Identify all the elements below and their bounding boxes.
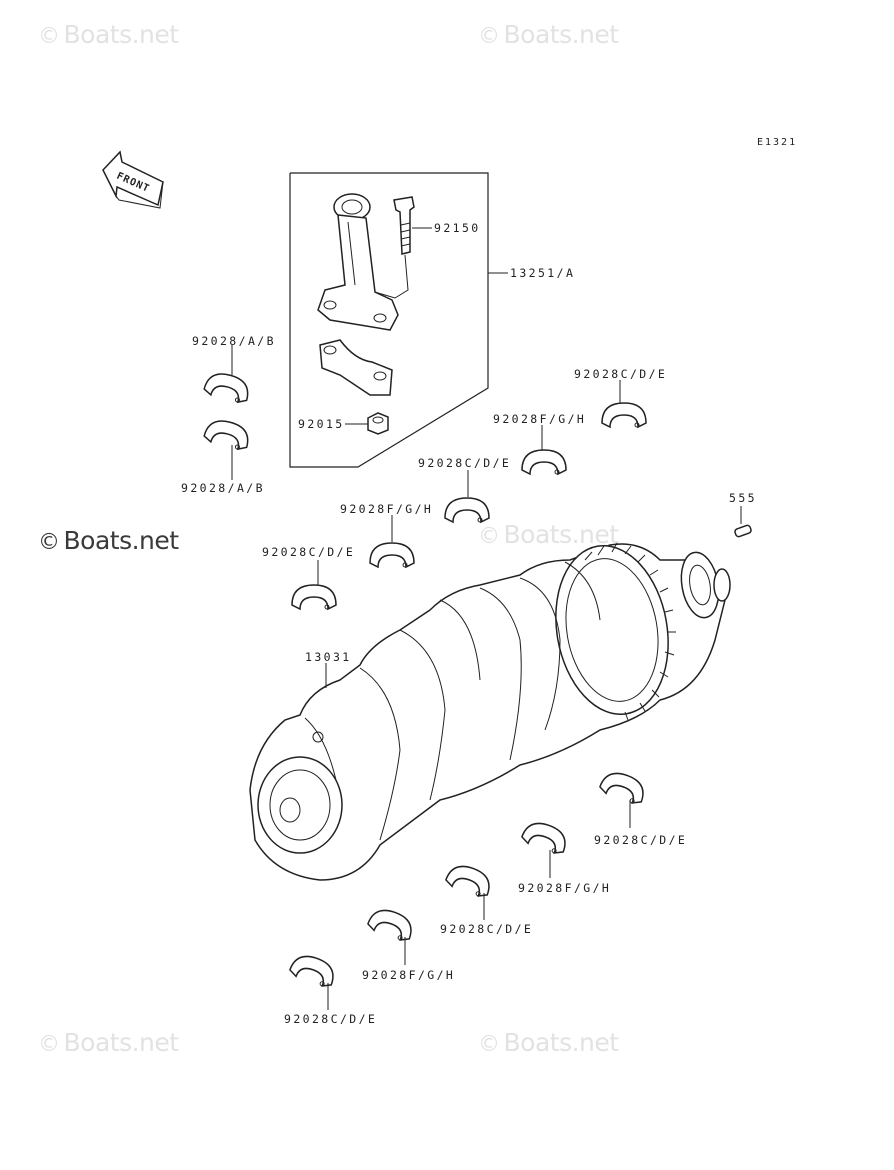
bearing-upper-3-icon [444, 470, 490, 523]
part-label-92028ab-bottom[interactable]: 92028/A/B [181, 481, 265, 495]
bearing-lower-1-icon [597, 767, 649, 828]
bearing-upper-5-icon [601, 380, 647, 428]
part-label-92028cde-1[interactable]: 92028C/D/E [262, 545, 356, 559]
conrod-assembly-frame [289, 172, 489, 468]
part-label-92028cde-2[interactable]: 92028C/D/E [418, 456, 512, 470]
bearing-upper-4-icon [521, 425, 567, 475]
front-arrow-icon: FRONT [102, 150, 164, 209]
part-label-92028fgh-3[interactable]: 92028F/G/H [518, 881, 612, 895]
bearing-upper-1-icon [291, 560, 337, 610]
bearing-lower-2-icon [519, 817, 571, 878]
connecting-rod-icon [317, 193, 409, 331]
rod-bolt-icon [393, 196, 432, 255]
watermark: ©Boats.net [38, 526, 179, 555]
rod-cap-icon [319, 339, 393, 396]
part-label-555[interactable]: 555 [729, 491, 757, 505]
watermark: ©Boats.net [478, 520, 619, 549]
part-label-92015[interactable]: 92015 [298, 417, 345, 431]
diagram-code: E1321 [757, 137, 798, 148]
nut-icon [345, 412, 389, 435]
part-label-92150[interactable]: 92150 [434, 221, 481, 235]
bearing-lower-5-icon [287, 950, 339, 1010]
part-label-92028fgh-2[interactable]: 92028F/G/H [493, 412, 587, 426]
bearing-lower-3-icon [443, 860, 495, 920]
crankshaft-icon [249, 542, 731, 881]
part-label-13251[interactable]: 13251/A [510, 266, 576, 280]
watermark: ©Boats.net [38, 1028, 179, 1057]
part-label-92028cde-5[interactable]: 92028C/D/E [440, 922, 534, 936]
part-label-92028ab-top[interactable]: 92028/A/B [192, 334, 276, 348]
part-label-13031[interactable]: 13031 [305, 650, 352, 664]
part-label-92028fgh-4[interactable]: 92028F/G/H [362, 968, 456, 982]
part-label-92028cde-6[interactable]: 92028C/D/E [284, 1012, 378, 1026]
part-label-92028cde-3[interactable]: 92028C/D/E [574, 367, 668, 381]
watermark: ©Boats.net [478, 1028, 619, 1057]
bearing-92028ab-bottom-icon [202, 415, 253, 480]
dowel-pin-icon [734, 506, 752, 538]
bearing-lower-4-icon [365, 904, 417, 965]
bearing-92028ab-top-icon [202, 345, 253, 405]
watermark: ©Boats.net [478, 20, 619, 49]
part-label-92028fgh-1[interactable]: 92028F/G/H [340, 502, 434, 516]
part-label-92028cde-4[interactable]: 92028C/D/E [594, 833, 688, 847]
bearing-upper-2-icon [369, 515, 415, 568]
watermark: ©Boats.net [38, 20, 179, 49]
